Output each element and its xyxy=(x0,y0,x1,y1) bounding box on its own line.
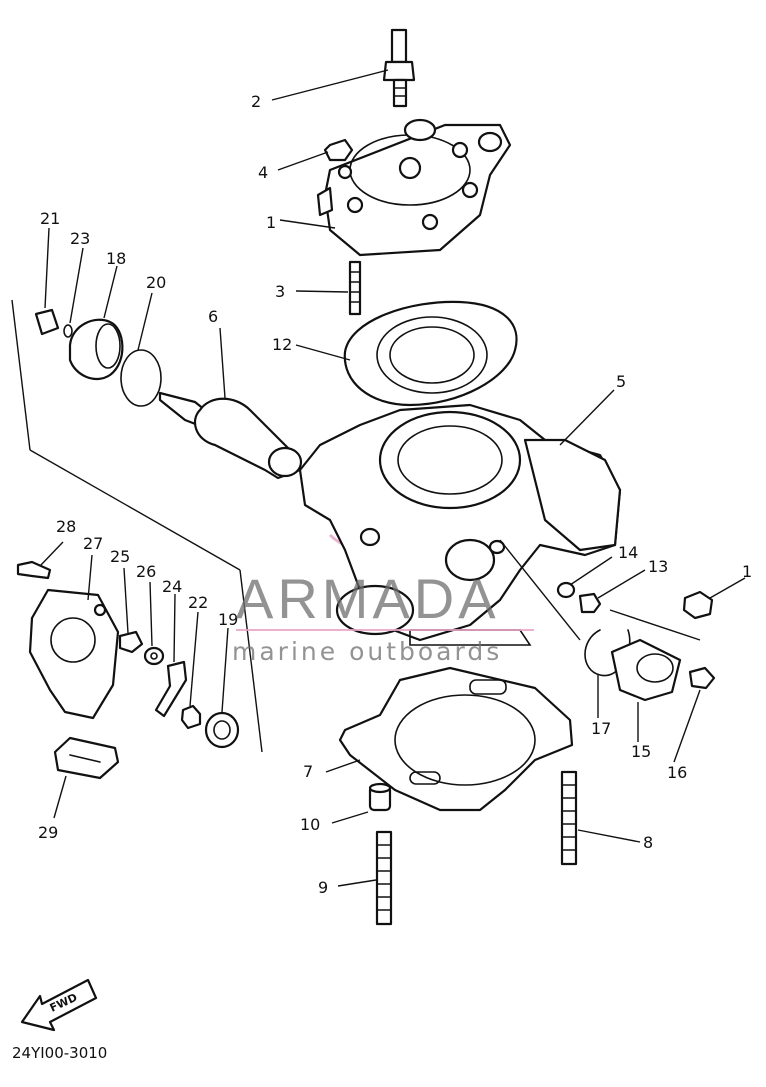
callout-16: 16 xyxy=(667,763,687,782)
callout-labels: 2 4 1 3 12 5 6 20 18 23 21 7 8 10 9 14 1… xyxy=(38,92,752,897)
callout-23: 23 xyxy=(70,229,90,248)
cylinder-stud-short xyxy=(375,830,393,926)
callout-26: 26 xyxy=(136,562,156,581)
washer xyxy=(556,581,576,599)
callout-29: 29 xyxy=(38,823,58,842)
callout-17: 17 xyxy=(591,719,611,738)
cylinder xyxy=(298,403,622,646)
nut-right xyxy=(682,590,714,620)
callout-7: 7 xyxy=(303,762,313,781)
cylinder-head xyxy=(316,118,512,257)
oring-23 xyxy=(63,324,73,338)
collar-21 xyxy=(34,308,60,336)
callout-21: 21 xyxy=(40,209,60,228)
watermark-subtitle: marine outboards xyxy=(232,637,502,666)
bolt-16 xyxy=(688,666,716,690)
pump-cover-27 xyxy=(28,588,120,720)
callout-4: 4 xyxy=(258,163,268,182)
leader-lines xyxy=(39,69,746,887)
callout-22: 22 xyxy=(188,593,208,612)
watermark: ARMADA marine outboards xyxy=(232,567,534,666)
callout-12: 12 xyxy=(272,335,292,354)
callout-1-head: 1 xyxy=(266,213,276,232)
oil-seal-19 xyxy=(204,711,240,749)
group-bracket xyxy=(11,299,263,753)
base-gasket xyxy=(338,666,574,812)
spark-plug xyxy=(382,28,416,108)
bolt-25 xyxy=(118,630,144,654)
callout-8: 8 xyxy=(643,833,653,852)
callout-27: 27 xyxy=(83,534,103,553)
washer-26 xyxy=(143,646,165,666)
callout-13: 13 xyxy=(648,557,668,576)
callout-6: 6 xyxy=(208,307,218,326)
callout-10: 10 xyxy=(300,815,320,834)
callout-28: 28 xyxy=(56,517,76,536)
head-gasket xyxy=(343,300,518,407)
callout-20: 20 xyxy=(146,273,166,292)
callout-24: 24 xyxy=(162,577,182,596)
callout-15: 15 xyxy=(631,742,651,761)
clip-29 xyxy=(53,736,120,780)
callout-9: 9 xyxy=(318,878,328,897)
dowel-pin xyxy=(368,782,392,812)
head-stud xyxy=(348,260,362,316)
callout-25: 25 xyxy=(110,547,130,566)
oring-20 xyxy=(120,349,162,407)
callout-18: 18 xyxy=(106,249,126,268)
callout-14: 14 xyxy=(618,543,638,562)
callout-1-right: 1 xyxy=(742,562,752,581)
diagram-code: 24YI00-3010 xyxy=(12,1044,108,1062)
bolt-13 xyxy=(578,592,602,614)
callout-19: 19 xyxy=(218,610,238,629)
exhaust-joint xyxy=(610,638,682,702)
callout-2: 2 xyxy=(251,92,261,111)
lever-24 xyxy=(154,660,188,718)
nut-22 xyxy=(180,704,202,730)
callout-3: 3 xyxy=(275,282,285,301)
watermark-title: ARMADA xyxy=(236,567,500,630)
fwd-arrow-icon: FWD xyxy=(20,978,98,1032)
cylinder-stud-long xyxy=(560,770,578,866)
water-pump-shaft-6 xyxy=(158,391,303,480)
impeller-18 xyxy=(68,318,124,381)
bolt-28 xyxy=(16,560,52,580)
callout-5: 5 xyxy=(616,372,626,391)
head-nut xyxy=(323,138,354,162)
